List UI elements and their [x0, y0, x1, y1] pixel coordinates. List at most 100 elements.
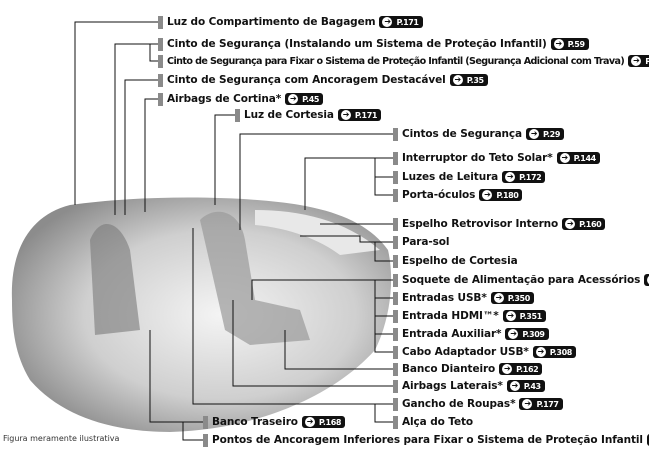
arrow-right-icon: ➔	[493, 293, 504, 303]
label-marker	[393, 217, 398, 231]
page-reference-link[interactable]: ➔P.63	[628, 55, 649, 67]
page-reference-link[interactable]: ➔P.35	[449, 74, 488, 86]
leader-lines	[74, 21, 393, 441]
callout-label: Banco Dianteiro➔P.162	[393, 362, 543, 376]
page-reference-link[interactable]: ➔P.59	[550, 38, 589, 50]
page-number: P.171	[396, 17, 419, 27]
page-reference-link[interactable]: ➔P.308	[532, 346, 576, 358]
callout-label: Entrada HDMI™*➔P.351	[393, 309, 546, 323]
arrow-right-icon: ➔	[522, 399, 533, 409]
label-text: Cinto de Segurança para Fixar o Sistema …	[167, 55, 625, 67]
arrow-right-icon: ➔	[382, 17, 393, 27]
label-marker	[158, 54, 163, 68]
label-marker	[393, 415, 398, 429]
label-marker	[393, 254, 398, 268]
page-reference-link[interactable]: ➔P.43	[506, 380, 545, 392]
page-number: P.350	[507, 293, 531, 303]
label-marker	[393, 327, 398, 341]
page-reference-link[interactable]: ➔P.144	[556, 152, 600, 164]
page-reference-link[interactable]: ➔P.175	[644, 274, 649, 286]
page-reference-link[interactable]: ➔P.160	[562, 218, 606, 230]
page-reference-link[interactable]: ➔P.168	[301, 416, 346, 428]
page-reference-link[interactable]: ➔P.177	[519, 398, 563, 410]
callout-label: Cintos de Segurança➔P.29	[393, 127, 565, 141]
callout-label: Espelho Retrovisor Interno➔P.160	[393, 217, 606, 231]
page-reference-link[interactable]: ➔P.309	[505, 328, 549, 340]
label-text: Luz de Cortesia	[244, 109, 334, 121]
label-text: Entrada Auxiliar*	[402, 328, 502, 340]
label-marker	[203, 415, 208, 429]
label-text: Cintos de Segurança	[402, 128, 523, 140]
label-text: Porta-óculos	[402, 189, 476, 201]
callout-label: Cinto de Segurança (Instalando um Sistem…	[158, 37, 589, 51]
callout-label: Entradas USB*➔P.350	[393, 291, 534, 305]
label-marker	[203, 433, 208, 447]
front-seat	[200, 211, 310, 345]
label-text: Cinto de Segurança (Instalando um Sistem…	[167, 38, 547, 50]
page-reference-link[interactable]: ➔P.351	[502, 310, 546, 322]
arrow-right-icon: ➔	[482, 190, 493, 200]
callout-label: Luz de Cortesia➔P.171	[235, 108, 382, 122]
arrow-right-icon: ➔	[529, 129, 540, 139]
arrow-right-icon: ➔	[559, 153, 570, 163]
rear-seat	[90, 223, 140, 335]
page-reference-link[interactable]: ➔P.171	[379, 16, 423, 28]
page-number: P.172	[519, 172, 542, 182]
arrow-right-icon: ➔	[452, 75, 463, 85]
label-marker	[393, 273, 398, 287]
label-marker	[158, 15, 163, 29]
label-text: Luz do Compartimento de Bagagem	[167, 16, 376, 28]
page-number: P.309	[522, 329, 545, 339]
page-reference-link[interactable]: ➔P.162	[499, 363, 543, 375]
page-reference-link[interactable]: ➔P.172	[502, 171, 546, 183]
page-reference-link[interactable]: ➔P.45	[285, 93, 324, 105]
arrow-right-icon: ➔	[304, 417, 315, 427]
label-marker	[393, 188, 398, 202]
label-marker	[393, 291, 398, 305]
arrow-right-icon: ➔	[288, 94, 299, 104]
callout-label: Cabo Adaptador USB*➔P.308	[393, 345, 576, 359]
callout-label: Luz do Compartimento de Bagagem➔P.171	[158, 15, 423, 29]
callout-label: Soquete de Alimentação para Acessórios➔P…	[393, 273, 649, 287]
label-text: Banco Dianteiro	[402, 363, 496, 375]
callout-label: Alça do Teto	[393, 415, 473, 429]
page-reference-link[interactable]: ➔P.180	[479, 189, 523, 201]
page-number: P.171	[354, 110, 378, 120]
page-number: P.63	[645, 56, 649, 66]
label-text: Gancho de Roupas*	[402, 398, 516, 410]
label-text: Para-sol	[402, 236, 450, 248]
label-marker	[393, 397, 398, 411]
label-marker	[393, 379, 398, 393]
label-text: Interruptor do Teto Solar*	[402, 152, 553, 164]
arrow-right-icon: ➔	[631, 56, 642, 66]
page-number: P.160	[579, 219, 602, 229]
arrow-right-icon: ➔	[647, 275, 649, 285]
arrow-right-icon: ➔	[508, 329, 519, 339]
label-text: Luzes de Leitura	[402, 171, 499, 183]
label-marker	[158, 92, 163, 106]
label-text: Banco Traseiro	[212, 416, 298, 428]
page-reference-link[interactable]: ➔P.350	[490, 292, 534, 304]
callout-label: Espelho de Cortesia	[393, 254, 518, 268]
arrow-right-icon: ➔	[565, 219, 576, 229]
label-text: Airbags Laterais*	[402, 380, 503, 392]
page-reference-link[interactable]: ➔P.56	[646, 434, 649, 446]
page-number: P.43	[523, 381, 541, 391]
page-reference-link[interactable]: ➔P.29	[526, 128, 565, 140]
label-text: Alça do Teto	[402, 416, 473, 428]
page-reference-link[interactable]: ➔P.171	[337, 109, 382, 121]
page-number: P.351	[519, 311, 543, 321]
arrow-right-icon: ➔	[502, 364, 513, 374]
page-number: P.59	[567, 39, 585, 49]
callout-label: Pontos de Ancoragem Inferiores para Fixa…	[203, 433, 649, 447]
callout-label: Gancho de Roupas*➔P.177	[393, 397, 563, 411]
callout-label: Porta-óculos➔P.180	[393, 188, 523, 202]
label-marker	[235, 108, 240, 122]
label-marker	[393, 235, 398, 249]
callout-label: Luzes de Leitura➔P.172	[393, 170, 546, 184]
caption: Figura meramente ilustrativa	[3, 434, 120, 443]
page-number: P.144	[573, 153, 597, 163]
arrow-right-icon: ➔	[505, 172, 516, 182]
label-text: Entradas USB*	[402, 292, 487, 304]
